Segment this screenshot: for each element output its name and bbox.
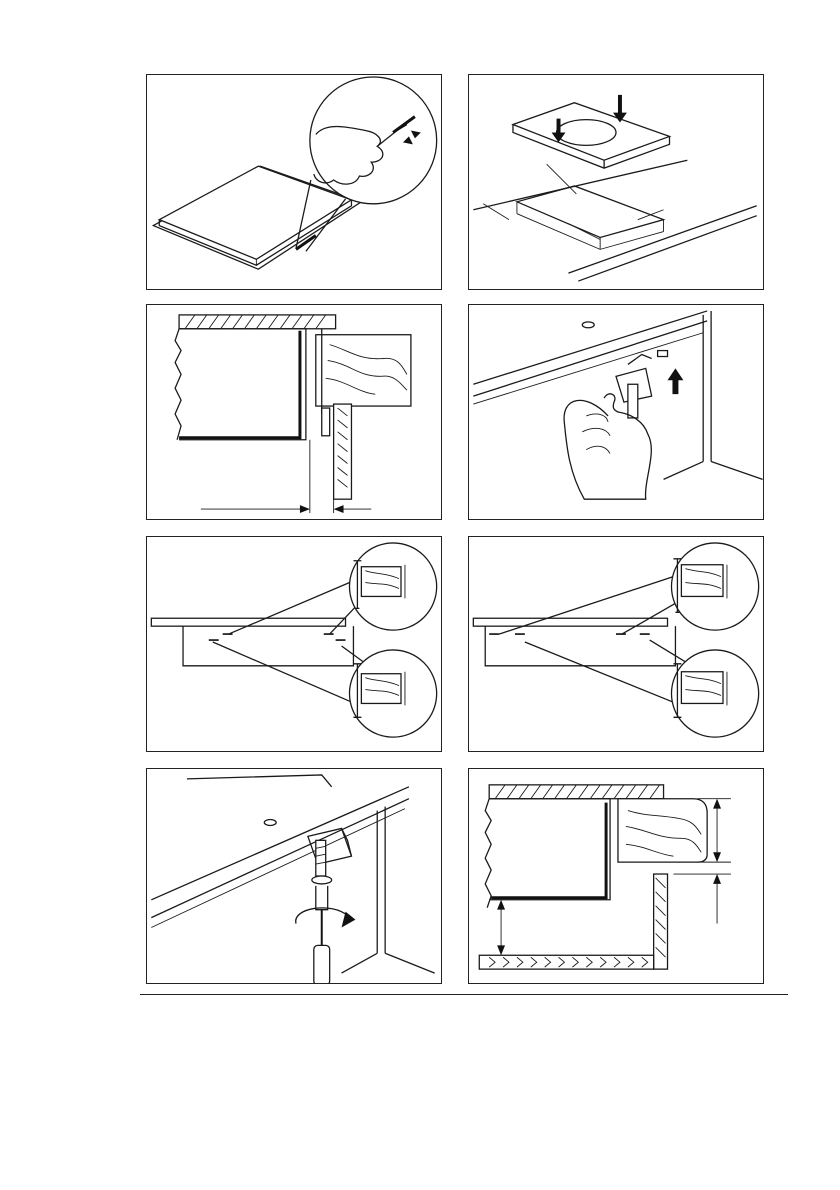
sealing-strip-illustration [147, 75, 441, 289]
hob-cutout-illustration [469, 75, 763, 289]
magnifier-circle [310, 77, 437, 204]
figure-bracket-positions-a [146, 536, 442, 752]
page-divider [140, 994, 788, 995]
figure-bracket-fitting [468, 304, 764, 520]
worktop-section-illustration [147, 305, 441, 519]
figure-worktop-section [146, 304, 442, 520]
figure-hob-cutout [468, 74, 764, 290]
figure-drawer-section [468, 768, 764, 984]
drawer-section-illustration [469, 769, 763, 983]
bracket-fitting-illustration [469, 305, 763, 519]
bracket-positions-b-illustration [469, 537, 763, 751]
figure-sealing-strip [146, 74, 442, 290]
figure-bracket-positions-b [468, 536, 764, 752]
screwdriver-illustration [147, 769, 441, 983]
figure-screwdriver [146, 768, 442, 984]
bracket-positions-a-illustration [147, 537, 441, 751]
